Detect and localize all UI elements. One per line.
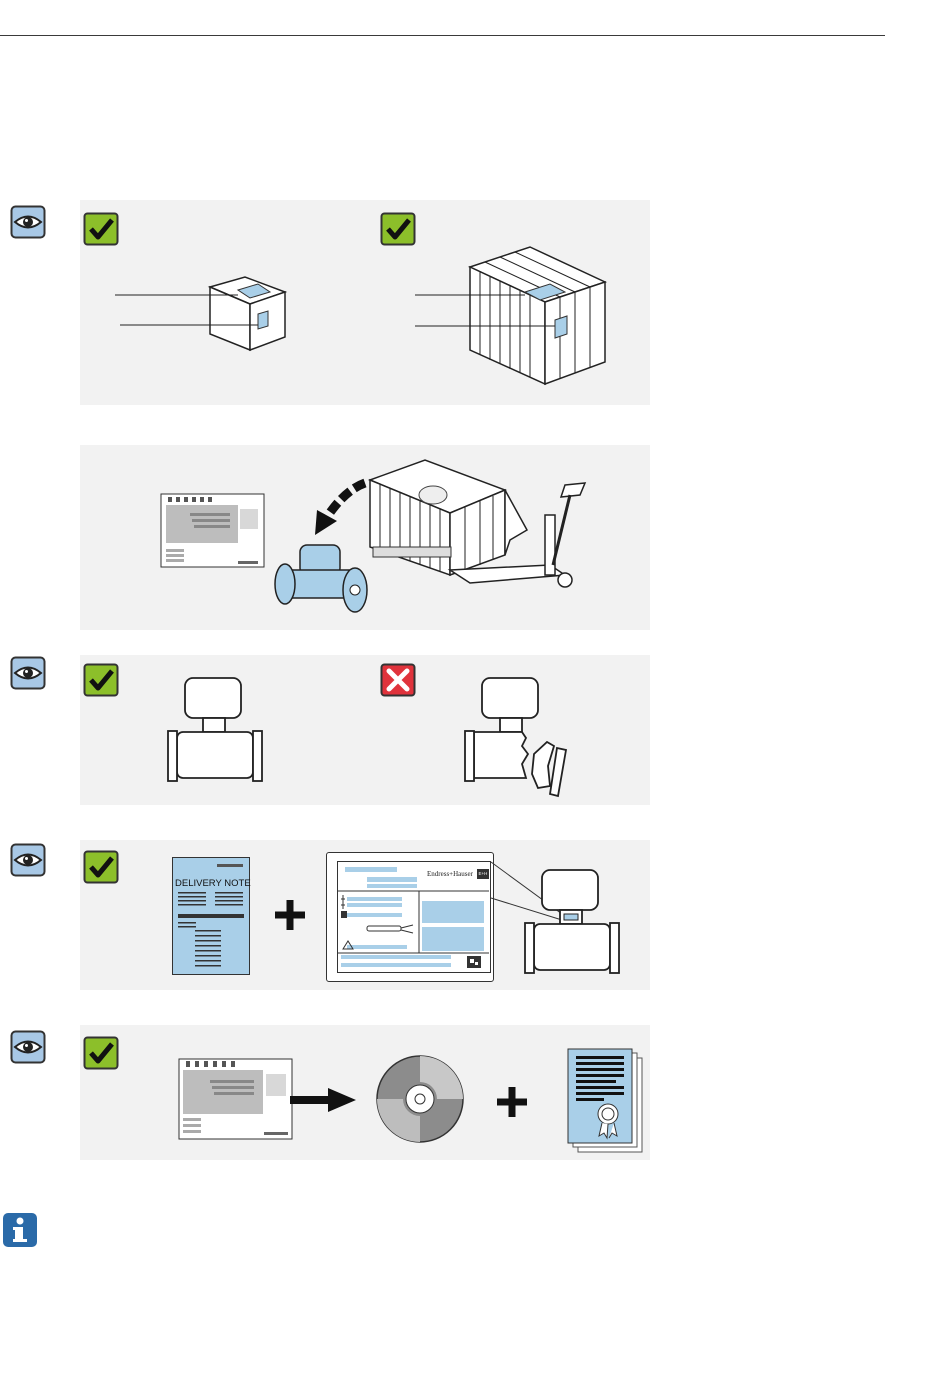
eye-icon xyxy=(10,1030,46,1064)
crate-package-illustration xyxy=(410,242,610,387)
small-package-illustration xyxy=(110,262,290,357)
eye-icon xyxy=(10,205,46,239)
documentation-panel xyxy=(80,1025,650,1160)
cd-rom-icon xyxy=(375,1054,465,1144)
intact-device-illustration xyxy=(165,676,265,784)
check-icon xyxy=(83,212,119,246)
header-rule xyxy=(0,35,885,36)
eye-icon xyxy=(10,843,46,877)
certificate-icon xyxy=(566,1048,646,1154)
cross-icon xyxy=(380,663,416,697)
delivery-note-document: DELIVERY NOTE xyxy=(172,857,250,975)
check-icon xyxy=(83,663,119,697)
check-icon xyxy=(83,850,119,884)
unpacking-illustration xyxy=(265,455,595,615)
operating-instructions-booklet xyxy=(178,1058,293,1140)
device-with-nameplate-illustration xyxy=(522,868,622,976)
plus-sign xyxy=(495,1085,529,1119)
operating-instructions-booklet xyxy=(160,493,265,568)
nameplate-document: Endress+Hauser E+H xyxy=(326,852,494,982)
check-icon xyxy=(380,212,416,246)
info-icon xyxy=(2,1212,38,1248)
damaged-device-illustration xyxy=(462,676,577,801)
check-icon xyxy=(83,1036,119,1070)
nameplate-brand: Endress+Hauser xyxy=(427,870,473,878)
nameplate-logo: E+H xyxy=(477,871,489,876)
arrow-right-icon xyxy=(290,1088,358,1112)
plus-sign xyxy=(273,898,307,932)
eye-icon xyxy=(10,656,46,690)
